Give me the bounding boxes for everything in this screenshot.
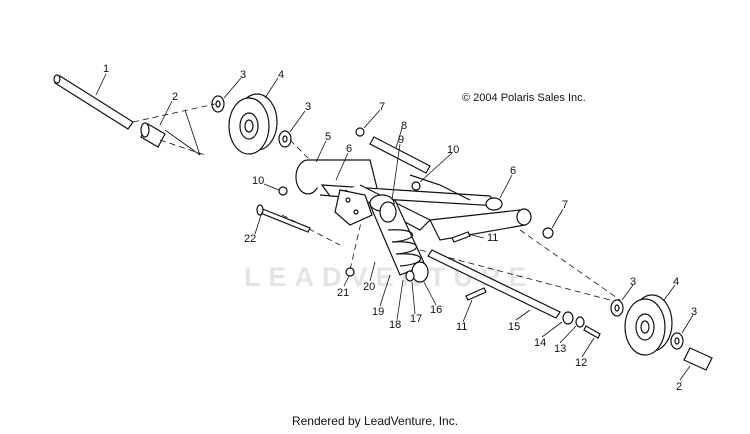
callout-3: 3 bbox=[240, 69, 246, 81]
part-7-washer-top bbox=[355, 127, 365, 137]
callout-16: 16 bbox=[430, 304, 442, 316]
part-11-bolt-upper bbox=[451, 231, 471, 243]
callout-12: 12 bbox=[575, 357, 587, 369]
part-2-spacer-right bbox=[683, 347, 713, 371]
part-10-nut-upper bbox=[411, 181, 421, 191]
callout-3: 3 bbox=[691, 306, 697, 318]
mounting-plate bbox=[334, 189, 373, 226]
part-14-washer bbox=[562, 311, 574, 325]
part-7-washer-right bbox=[542, 227, 554, 239]
part-18-spring bbox=[387, 229, 421, 267]
part-21-nut bbox=[345, 267, 355, 277]
part-13-washer bbox=[575, 316, 585, 328]
callout-8: 8 bbox=[401, 120, 407, 132]
part-12-bolt bbox=[583, 325, 601, 339]
part-4-wheel-right bbox=[624, 294, 673, 356]
callout-11: 11 bbox=[487, 232, 498, 244]
callout-13: 13 bbox=[554, 343, 566, 355]
callout-19: 19 bbox=[372, 306, 384, 318]
part-3-washer-right-a bbox=[610, 299, 624, 317]
callout-4: 4 bbox=[673, 276, 679, 288]
copyright-text: © 2004 Polaris Sales Inc. bbox=[462, 92, 586, 104]
callout-10: 10 bbox=[252, 175, 264, 187]
callout-9: 9 bbox=[398, 134, 404, 146]
part-4-wheel-left bbox=[228, 93, 278, 155]
callout-2: 2 bbox=[172, 91, 178, 103]
callout-15: 15 bbox=[508, 321, 520, 333]
part-1-shaft bbox=[53, 74, 134, 130]
callout-22: 22 bbox=[244, 233, 256, 245]
callout-17: 17 bbox=[410, 313, 422, 325]
part-16-bushing bbox=[411, 261, 429, 283]
callout-14: 14 bbox=[534, 337, 546, 349]
footer-credit: Rendered by LeadVenture, Inc. bbox=[291, 414, 459, 428]
part-15-rod bbox=[427, 249, 561, 319]
part-9-eye bbox=[379, 201, 397, 223]
callout-11: 11 bbox=[456, 321, 467, 333]
callout-3: 3 bbox=[305, 101, 311, 113]
callout-3: 3 bbox=[630, 276, 636, 288]
callout-21: 21 bbox=[337, 287, 349, 299]
callout-4: 4 bbox=[278, 69, 284, 81]
callout-5: 5 bbox=[325, 131, 331, 143]
part-10-nut-left bbox=[278, 186, 288, 196]
callout-10: 10 bbox=[447, 144, 459, 156]
part-17-bushing bbox=[405, 270, 415, 282]
part-2-spacer-left bbox=[140, 122, 166, 148]
callout-20: 20 bbox=[363, 281, 375, 293]
callout-6: 6 bbox=[346, 143, 352, 155]
part-8-pin bbox=[369, 136, 431, 174]
part-3-washer-left-a bbox=[211, 95, 225, 113]
callout-labels: 1 2 3 4 3 7 8 5 6 9 10 10 6 22 11 7 21 2… bbox=[103, 63, 697, 393]
callout-1: 1 bbox=[103, 63, 109, 75]
callout-7: 7 bbox=[379, 101, 385, 113]
part-11-bolt-lower bbox=[465, 287, 487, 301]
part-22-bolt bbox=[256, 204, 311, 233]
part-3-washer-left-b bbox=[278, 130, 292, 148]
callout-7: 7 bbox=[562, 199, 568, 211]
callout-18: 18 bbox=[389, 319, 401, 331]
callout-2: 2 bbox=[676, 381, 682, 393]
callout-6: 6 bbox=[510, 165, 516, 177]
part-3-washer-right-b bbox=[670, 332, 684, 350]
